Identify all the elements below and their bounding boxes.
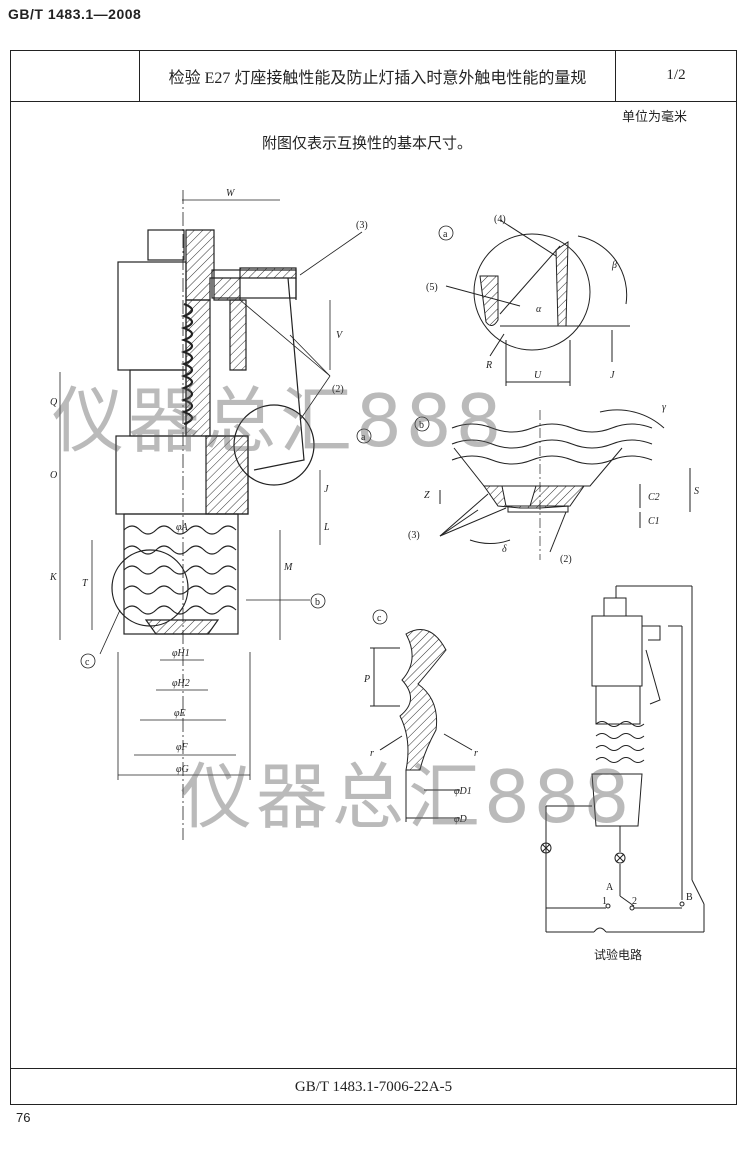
label-phi-h1: φH1	[172, 648, 190, 659]
label-k: K	[49, 572, 58, 583]
label-w: W	[226, 188, 236, 199]
callout-4: (4)	[494, 214, 506, 225]
label-s: S	[694, 486, 699, 497]
test-circuit-labels: A B 1 2	[602, 882, 693, 907]
circuit-side-clip	[642, 625, 661, 705]
circuit-upper-body	[591, 615, 643, 687]
detail-tag-a-main: a	[361, 432, 366, 443]
label-r-right: r	[474, 748, 478, 759]
callout-5: (5)	[426, 282, 438, 293]
detail-c	[370, 629, 473, 822]
detail-tag-c-main: c	[85, 657, 90, 668]
gauge-upper-body	[117, 261, 187, 371]
circuit-switch-pos-2: 2	[632, 896, 637, 907]
gauge-top-knob	[147, 229, 185, 261]
label-u: U	[534, 370, 542, 381]
detail-tag-a: a	[443, 229, 448, 240]
label-gamma: γ	[662, 402, 667, 413]
circuit-caption: 试验电路	[594, 948, 643, 962]
detail-b	[439, 409, 691, 560]
label-c2: C2	[648, 492, 660, 503]
callout-2-main: (2)	[332, 384, 344, 395]
watermark-upper: 仪器总汇888	[52, 379, 506, 463]
main-gauge-labels: W V Q O J L K T M φA φH1 φH2 φE φF φG (3…	[49, 188, 372, 775]
label-m: M	[283, 562, 293, 573]
circuit-thread	[595, 721, 645, 763]
label-phi-f: φF	[176, 742, 189, 753]
label-v: V	[336, 330, 344, 341]
bottom-contact	[144, 619, 220, 635]
circuit-lamp-holder	[591, 773, 643, 827]
title-block: 检验 E27 灯座接触性能及防止灯插入时意外触电性能的量规 1/2	[10, 50, 737, 102]
main-gauge-dimensions	[59, 199, 363, 780]
hatched-sleeve	[229, 299, 247, 371]
circuit-node-b: B	[686, 892, 693, 903]
drawing-frame	[10, 50, 737, 1105]
label-j: J	[324, 484, 329, 495]
label-t: T	[82, 578, 89, 589]
label-c1: C1	[648, 516, 660, 527]
detail-a-labels: a (4) (5) α β R U J	[426, 214, 617, 381]
label-z: Z	[424, 490, 430, 501]
label-alpha: α	[536, 304, 542, 315]
label-phi-d1: φD1	[454, 786, 472, 797]
detail-tag-c: c	[377, 613, 382, 624]
label-phi-g: φG	[176, 764, 189, 775]
contact-spring	[180, 302, 194, 426]
standard-number: GB/T 1483.1—2008	[8, 6, 142, 22]
circuit-switch-pos-1: 1	[602, 896, 607, 907]
label-j-detail: J	[610, 370, 615, 381]
watermark-lower: 仪器总汇888	[180, 755, 634, 839]
sheet-number: 1/2	[666, 67, 686, 83]
label-delta: δ	[502, 544, 507, 555]
dimension-note: 附图仅表示互换性的基本尺寸。	[262, 136, 473, 152]
label-q: Q	[50, 397, 58, 408]
callout-3-detail: (3)	[408, 530, 420, 541]
callout-3-main: (3)	[356, 220, 368, 231]
detail-circle-b	[111, 549, 189, 627]
callout-2-detail: (2)	[560, 554, 572, 565]
page-number: 76	[16, 1110, 31, 1125]
label-phi-d: φD	[454, 814, 468, 825]
unit-note: 单位为毫米	[622, 109, 688, 124]
label-beta: β	[611, 260, 617, 271]
document-title: 检验 E27 灯座接触性能及防止灯插入时意外触电性能的量规	[140, 50, 616, 101]
side-contact-tube	[211, 269, 297, 299]
hatched-cap	[185, 229, 297, 301]
circuit-plug-top	[603, 597, 627, 617]
detail-circle-a	[233, 404, 315, 486]
label-o: O	[50, 470, 57, 481]
hatched-base	[205, 435, 249, 515]
label-r-left: r	[370, 748, 374, 759]
title-block-blank-cell	[10, 50, 140, 102]
detail-c-labels: c P r r φD1 φD	[363, 609, 478, 825]
test-circuit	[540, 585, 705, 933]
label-l: L	[323, 522, 330, 533]
main-gauge-section	[111, 190, 315, 840]
label-phi-h2: φH2	[172, 678, 190, 689]
detail-b-labels: b γ Z S C2 C1 δ (3) (2)	[408, 402, 699, 565]
footer-sheet-code: GB/T 1483.1-7006-22A-5	[10, 1068, 737, 1105]
circuit-middle-body	[595, 685, 641, 725]
circuit-node-a: A	[606, 882, 614, 893]
label-p: P	[363, 674, 370, 685]
label-r-big: R	[485, 360, 492, 371]
detail-tag-b-main: b	[315, 597, 320, 608]
detail-tag-b: b	[419, 420, 424, 431]
detail-a	[445, 219, 630, 386]
label-phi-e: φE	[174, 708, 186, 719]
label-phi-a: φA	[176, 522, 189, 533]
thread-lines	[123, 525, 237, 615]
fuse-symbol	[593, 927, 607, 933]
